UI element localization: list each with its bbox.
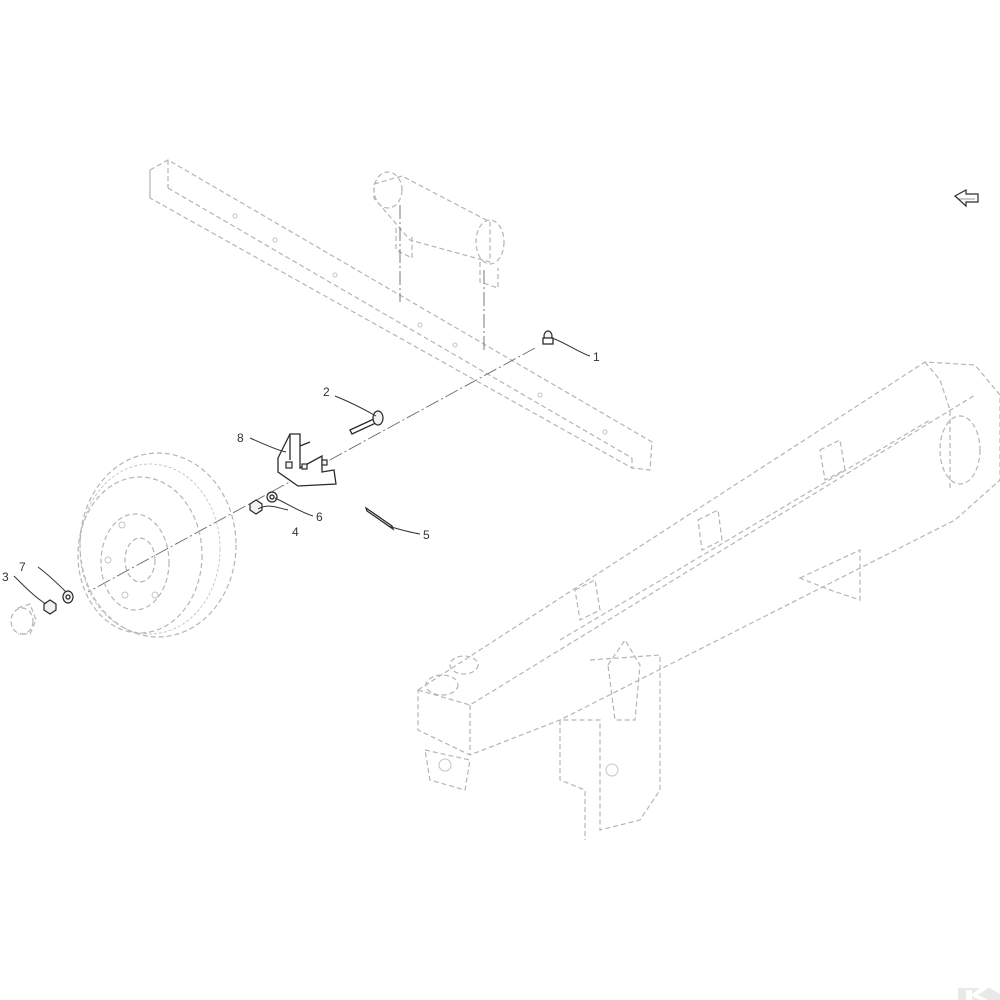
brand-logo-icon (958, 988, 1000, 1000)
direction-arrow-icon (953, 188, 979, 208)
part-5-pin (364, 506, 395, 531)
callout-1: 1 (593, 350, 600, 364)
callout-7: 7 (19, 560, 26, 574)
part-1-bolt (542, 330, 554, 345)
ghost-main-frame (417, 361, 1000, 840)
leader-lines (13, 337, 591, 605)
wheel-tire (77, 452, 237, 638)
ghost-upper-beam (149, 159, 653, 471)
callout-4: 4 (292, 525, 299, 539)
callout-6: 6 (316, 510, 323, 524)
part-2-bolt (349, 410, 384, 435)
callouts: 1 2 3 4 5 6 7 8 (2, 350, 600, 584)
part-7-washer (62, 590, 74, 604)
assembly-lines (87, 205, 536, 593)
part-4-nut (249, 499, 263, 515)
callout-3: 3 (2, 570, 9, 584)
callout-8: 8 (237, 431, 244, 445)
part-8-bracket (277, 433, 337, 487)
part-3-nut (43, 599, 57, 615)
ghost-cylinder (373, 171, 505, 289)
callout-5: 5 (423, 528, 430, 542)
part-6-washer (266, 491, 278, 503)
hub-cap (10, 603, 37, 635)
callout-2: 2 (323, 385, 330, 399)
